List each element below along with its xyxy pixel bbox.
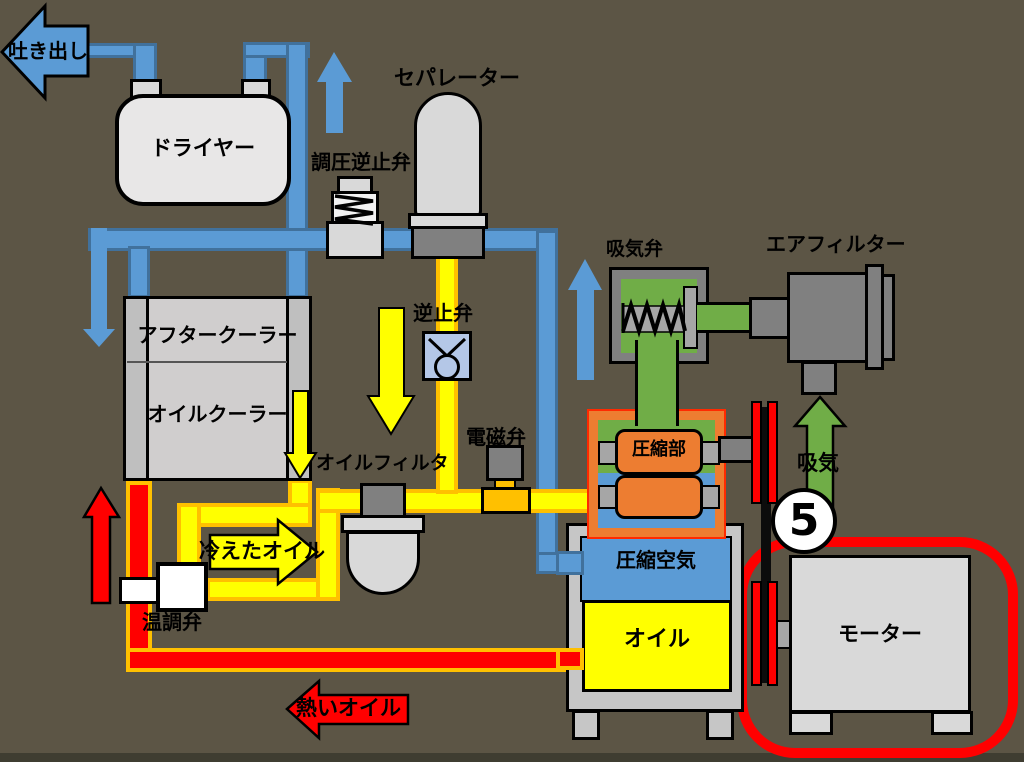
pressure-check-valve-label: 調圧逆止弁 [311, 150, 411, 174]
main-air-pipe [88, 228, 558, 251]
cold-oil-label: 冷えたオイル [199, 539, 325, 563]
intake-valve-plate [683, 286, 698, 349]
motor-foot-left [789, 711, 833, 735]
temp-control-valve [156, 562, 208, 612]
oil-filter-label: オイルフィルタ [316, 452, 449, 474]
compression-rotor-1 [615, 429, 703, 475]
tank-riser-pipe [536, 230, 558, 574]
compressed-air-label: 圧縮空気 [616, 548, 696, 572]
tank-leg-right [706, 710, 734, 740]
step-number: 5 [788, 494, 820, 546]
cooler-block [123, 296, 312, 481]
separator-oil-down-arrow [366, 307, 416, 436]
hot-oil-pipe-vertical [126, 481, 152, 672]
discharge-label: 吐き出し [8, 39, 88, 63]
separator-label: セパレーター [394, 66, 520, 90]
cooler-inlet-pipe [128, 246, 150, 298]
dryer-label: ドライヤー [150, 136, 256, 160]
hot-oil-pipe-horizontal [126, 648, 582, 672]
drive-belt [761, 407, 771, 683]
cooler-left-column [123, 296, 149, 481]
tank-leg-left [572, 710, 600, 740]
separator-vessel [414, 92, 482, 219]
oil-filter-head [360, 483, 406, 519]
solenoid-valve [486, 445, 524, 481]
air-filter-body [787, 272, 871, 363]
cooler-divider [127, 361, 287, 363]
motor-pulley-left [751, 581, 762, 686]
pressure-check-valve-body [326, 221, 384, 259]
hot-oil-label: 熱いオイル [296, 696, 401, 720]
temp-control-valve-label: 温調弁 [142, 610, 202, 634]
air-filter-label: エアフィルター [766, 232, 906, 256]
air-filter-back [881, 274, 895, 361]
oil-label: オイル [623, 627, 690, 652]
dryer-up-arrow [317, 52, 352, 133]
oil-cooler-label: オイルクーラー [147, 402, 288, 426]
solenoid-pipe-section [481, 487, 531, 514]
motor-body [789, 555, 971, 713]
air-filter-intake-stub [801, 361, 837, 395]
compressor-pulley-right [767, 401, 778, 504]
temp-valve-stub [119, 577, 161, 604]
separator-base [411, 226, 485, 259]
rotor-stub-1r [700, 441, 720, 465]
intake-pipe-down [635, 340, 679, 426]
dryer [115, 94, 291, 206]
hot-oil-up-arrow [81, 485, 122, 605]
step-number-badge: 5 [771, 488, 837, 554]
solenoid-valve-label: 電磁弁 [466, 425, 526, 449]
air-filter-nozzle [749, 297, 791, 339]
compression-unit-label: 圧縮部 [632, 439, 686, 460]
intake-valve-label: 吸気弁 [606, 238, 664, 260]
bottom-edge-strip [0, 753, 1024, 762]
tank-hot-oil-outlet-patch [556, 648, 584, 670]
tank-air-inlet-patch [556, 551, 584, 575]
motor-label: モーター [838, 622, 922, 646]
compressor-drive-shaft [718, 436, 754, 463]
cooled-oil-pipe-down [177, 503, 201, 569]
check-valve [422, 331, 472, 381]
tank-riser-up-arrow [568, 259, 602, 380]
check-valve-label: 逆止弁 [413, 301, 473, 325]
rotor-stub-2r [700, 485, 720, 509]
oil-filter-bowl [346, 531, 420, 595]
intake-label: 吸気 [797, 451, 839, 475]
motor-pulley-right [767, 581, 778, 686]
tank-oil [582, 600, 732, 692]
aftercooler-label: アフタークーラー [137, 323, 298, 347]
compression-rotor-2 [615, 475, 703, 519]
compressor-pulley-left [751, 401, 762, 504]
motor-foot-right [931, 711, 973, 735]
intake-pipe-right [697, 302, 753, 333]
